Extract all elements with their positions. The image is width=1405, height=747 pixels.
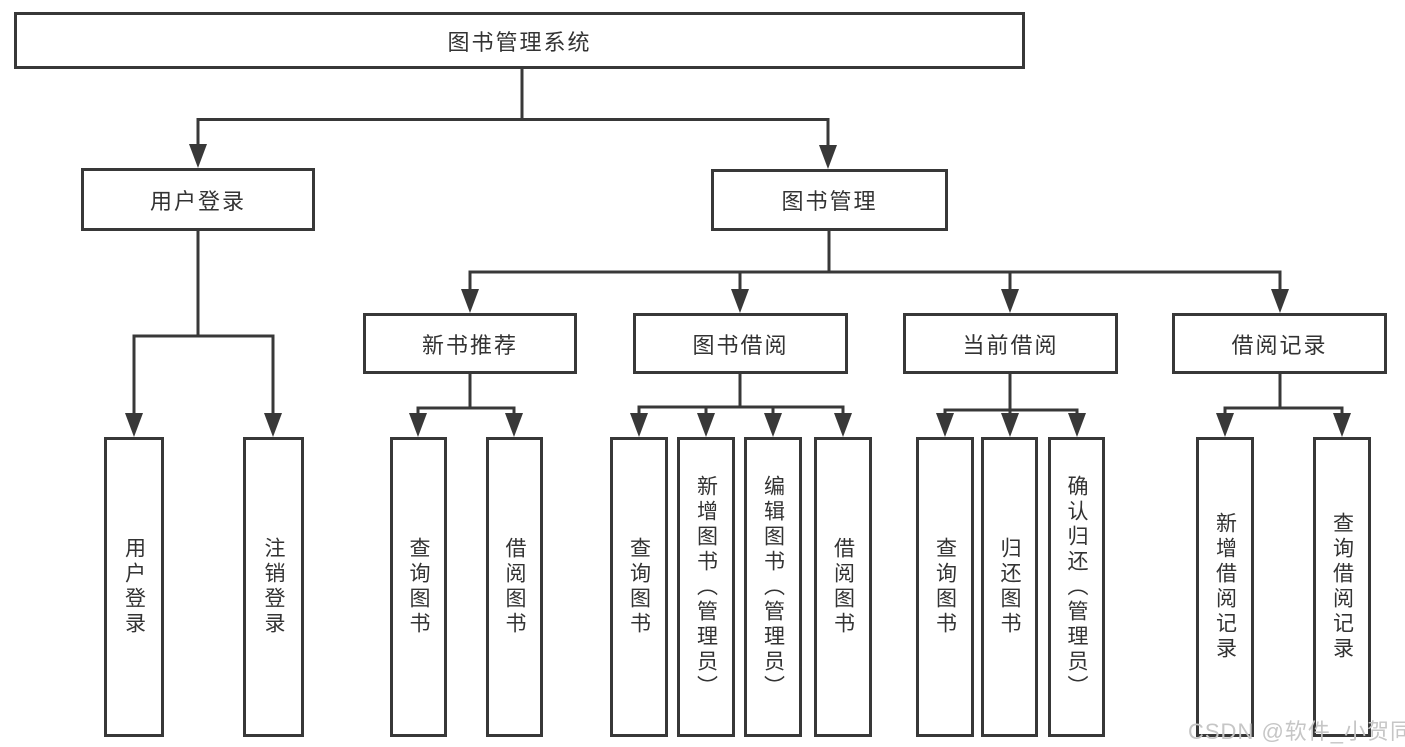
leaf-record-query: 查询借阅记录 <box>1313 437 1371 737</box>
leaf-borrow-edit-book-admin: 编辑图书（管理员） <box>744 437 802 737</box>
node-book-management: 图书管理 <box>711 169 948 231</box>
leaf-current-query-book: 查询图书 <box>916 437 974 737</box>
node-new-book-recommend: 新书推荐 <box>363 313 577 374</box>
node-current-borrow: 当前借阅 <box>903 313 1118 374</box>
node-user-login: 用户登录 <box>81 168 315 231</box>
leaf-borrow-borrow-book: 借阅图书 <box>814 437 872 737</box>
leaf-user-login: 用户登录 <box>104 437 164 737</box>
leaf-current-return-book: 归还图书 <box>981 437 1038 737</box>
node-borrow-record: 借阅记录 <box>1172 313 1387 374</box>
node-book-borrow: 图书借阅 <box>633 313 848 374</box>
node-root-system: 图书管理系统 <box>14 12 1025 69</box>
leaf-record-add: 新增借阅记录 <box>1196 437 1254 737</box>
csdn-watermark: CSDN @软件_小贺同学 <box>1188 719 1405 744</box>
leaf-borrow-add-book-admin: 新增图书（管理员） <box>677 437 735 737</box>
leaf-newrec-borrow-book: 借阅图书 <box>486 437 543 737</box>
arrowheads <box>125 144 1351 437</box>
leaf-borrow-query-book: 查询图书 <box>610 437 668 737</box>
leaf-newrec-query-book: 查询图书 <box>390 437 447 737</box>
leaf-logout: 注销登录 <box>243 437 304 737</box>
leaf-current-confirm-return-admin: 确认归还（管理员） <box>1048 437 1105 737</box>
